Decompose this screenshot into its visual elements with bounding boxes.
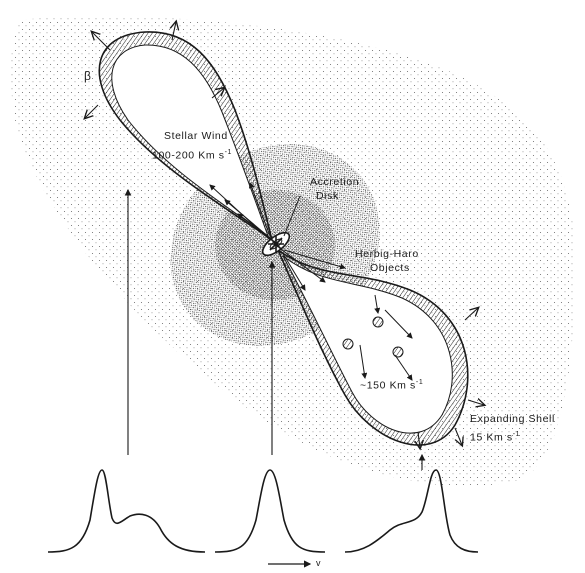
accretion-label: Accretion: [310, 176, 360, 188]
lower-lobe: [276, 247, 469, 446]
sight-lines: [124, 188, 426, 470]
shell-speed-value: 15 Km s: [470, 431, 513, 444]
shell-speed-exponent: -1: [512, 431, 521, 438]
objects-label: Objects: [370, 262, 410, 274]
stellar-wind-speed-label: 100-200 Km s-1: [152, 146, 232, 163]
stellar-wind-label: Stellar Wind: [164, 130, 228, 142]
lobe-speed-value: ~150 Km s: [360, 379, 416, 392]
lobe-speed-exponent: -1: [415, 379, 424, 386]
star-icon: [268, 236, 284, 252]
lower-wind-arrows: [281, 249, 413, 381]
upper-lobe: [98, 31, 274, 242]
shell-expansion-arrows: [85, 22, 484, 448]
disk-pointer: [283, 195, 301, 237]
upper-wind-arrows: [209, 182, 271, 241]
stellar-wind-speed-value: 100-200 Km s: [152, 149, 225, 162]
expanding-shell-label: Expanding Shell: [470, 413, 555, 425]
line-profiles: [47, 469, 479, 553]
profile-right: [344, 469, 479, 553]
herbig-haro-objects: [342, 294, 404, 358]
shell-speed-label: 15 Km s-1: [470, 428, 520, 445]
v-axis-label: v: [316, 558, 322, 568]
disk-label: Disk: [316, 190, 339, 202]
herbig-haro-label: Herbig-Haro: [355, 248, 419, 260]
stellar-wind-speed-exponent: -1: [224, 149, 233, 156]
profile-left: [47, 469, 206, 553]
profile-center: [214, 469, 326, 553]
beta-label: β: [84, 69, 92, 83]
lobe-speed-label: ~150 Km s-1: [360, 376, 423, 393]
